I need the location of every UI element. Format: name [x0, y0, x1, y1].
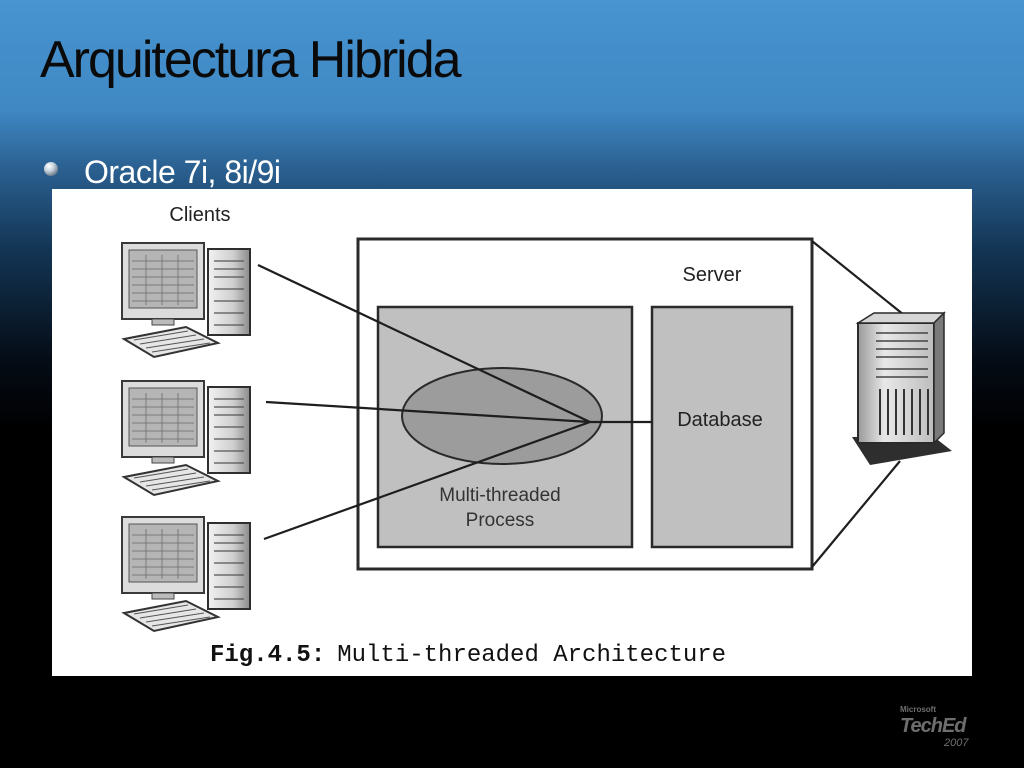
database-label: Database	[677, 409, 763, 431]
server-tower-icon	[852, 311, 952, 465]
client-computer-icon	[121, 516, 251, 632]
architecture-diagram: Clients Server Multi-threaded Process Da…	[121, 204, 952, 669]
database-box	[650, 305, 794, 549]
process-label-line1: Multi-threaded	[439, 485, 560, 506]
slide-title: Arquitectura Hibrida	[40, 31, 462, 89]
caption-text: Multi-threaded Architecture	[337, 642, 726, 669]
teched-logo: Microsoft TechEd 2007	[898, 703, 984, 753]
bullet-text: Oracle 7i, 8i/9i	[84, 153, 281, 190]
server-connections	[811, 240, 905, 568]
clients-label: Clients	[169, 204, 230, 226]
logo-microsoft: Microsoft	[900, 705, 936, 714]
client-computer-icon	[121, 380, 251, 496]
bullet-item: Oracle 7i, 8i/9i	[44, 150, 281, 194]
architecture-figure: Clients Server Multi-threaded Process Da…	[52, 189, 972, 676]
bullet-icon	[44, 162, 58, 176]
server-label: Server	[683, 264, 742, 286]
logo-teched: TechEd	[900, 715, 966, 737]
client-computer-icon	[121, 242, 251, 358]
client-connections	[257, 264, 652, 541]
logo-year: 2007	[944, 737, 969, 749]
figure-caption: Fig.4.5: Multi-threaded Architecture	[210, 642, 726, 669]
caption-prefix: Fig.4.5:	[210, 642, 325, 669]
process-label-line2: Process	[466, 510, 535, 531]
